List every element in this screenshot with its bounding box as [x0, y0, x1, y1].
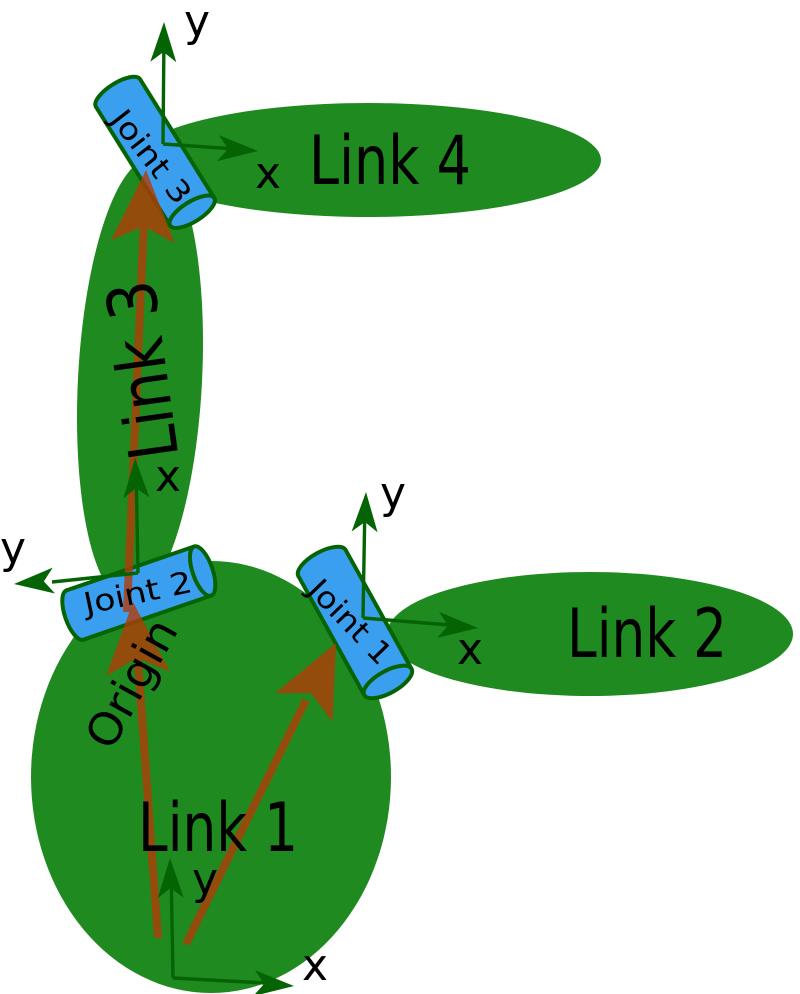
link-1-label: Link 1 — [138, 789, 298, 868]
frame-joint3-x-label: x — [255, 148, 281, 199]
links-layer — [31, 103, 793, 993]
frame-base-y-label: y — [192, 854, 218, 905]
frame-base — [157, 857, 295, 994]
transform-arrows-layer — [101, 168, 365, 946]
arrow-origin-to-joint2 — [101, 599, 170, 939]
joints-layer — [60, 74, 415, 701]
frame-joint1-y-label: y — [380, 468, 406, 519]
frames-layer — [12, 21, 480, 994]
frame-joint3-y-label: y — [184, 0, 210, 47]
frame-joint2-y-label: y — [0, 523, 26, 574]
joint-1-cylinder — [295, 544, 415, 701]
link-2-shape — [387, 572, 793, 696]
joint-1-edge-top — [343, 547, 414, 671]
joint-2-far-cap — [187, 544, 218, 598]
frame-base-x-label: x — [302, 940, 328, 991]
arrow-origin-to-joint1 — [182, 628, 365, 946]
frame-joint2-x-label: x — [155, 451, 181, 502]
joint-3-body — [95, 79, 215, 226]
arrow-joint2-to-joint3 — [110, 168, 178, 613]
joint-1-far-cap — [361, 663, 415, 701]
link-4-shape — [135, 103, 601, 217]
link-1-shape — [31, 561, 391, 993]
joint-2-edge-bottom — [81, 593, 214, 642]
joint-2-body — [66, 546, 212, 640]
frame-joint1 — [351, 491, 480, 641]
joint-1-edge-bottom — [296, 574, 367, 698]
joint-3-edge-top — [138, 77, 217, 200]
link-4-label: Link 4 — [309, 122, 471, 201]
joint-1-body — [298, 549, 412, 696]
joint-3-cylinder — [93, 74, 217, 230]
frame-joint2 — [12, 457, 150, 597]
frame-joint1-x-label: x — [457, 624, 483, 675]
frame-joint3 — [150, 21, 259, 164]
joint-3-far-cap — [167, 193, 217, 230]
link-2-label: Link 2 — [567, 595, 727, 674]
